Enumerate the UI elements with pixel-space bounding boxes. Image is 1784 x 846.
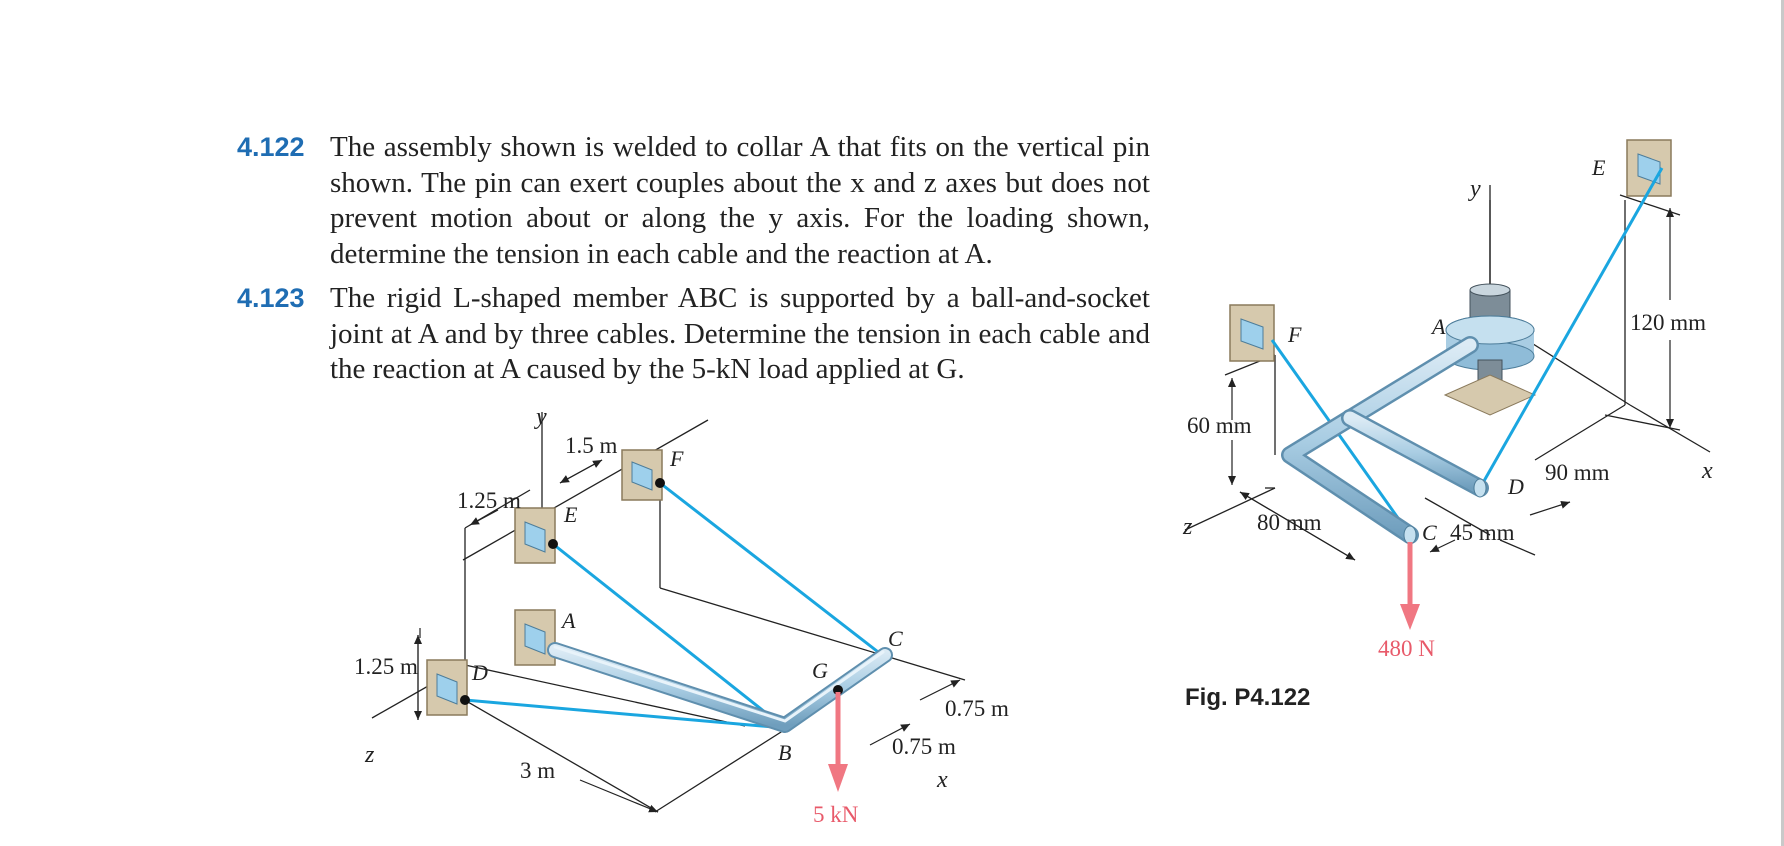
point-label-A: A: [1430, 314, 1446, 339]
point-label-A: A: [560, 608, 576, 633]
figure-left-labels: y z x A B C D E F G 1.5 m 1.25 m 1.25 m …: [354, 404, 1009, 827]
dim-0-75m-b: 0.75 m: [892, 734, 956, 759]
dim-45mm: 45 mm: [1450, 520, 1515, 545]
point-label-F: F: [669, 446, 684, 471]
bracket-D: [426, 659, 468, 716]
dim-120mm: 120 mm: [1630, 310, 1706, 335]
cable-BE: [552, 542, 786, 730]
dim-90mm: 90 mm: [1545, 460, 1610, 485]
cable-DE: [1478, 167, 1664, 489]
point-label-C: C: [888, 626, 903, 651]
cables: [1270, 167, 1664, 536]
dim-80mm: 80 mm: [1257, 510, 1322, 535]
vertical-pin-collar-A: [1443, 185, 1537, 416]
cable-CF: [1270, 339, 1412, 536]
dim-1-25m-top: 1.25 m: [457, 488, 521, 513]
dim-60mm: 60 mm: [1187, 413, 1252, 438]
dim-1-5m: 1.5 m: [565, 433, 618, 458]
figure-p4-123: y z x A B C D E F G 1.5 m 1.25 m 1.25 m …: [354, 404, 1009, 827]
dimension-arrows: [1228, 208, 1674, 561]
construction-lines: [1184, 194, 1711, 556]
cable-CF: [659, 481, 883, 657]
bracket-F: [621, 449, 663, 501]
bracket-F: [1229, 304, 1275, 362]
construction-lines: [371, 412, 966, 813]
load-arrow-5kN: [828, 692, 848, 792]
page-edge-divider: [1781, 0, 1784, 846]
member-ABC: [547, 642, 893, 733]
axis-label-z: z: [364, 742, 375, 768]
axis-label-x: x: [936, 767, 948, 793]
dim-0-75m-a: 0.75 m: [945, 696, 1009, 721]
load-label-480N: 480 N: [1378, 636, 1435, 661]
point-label-D: D: [1507, 474, 1524, 499]
axis-label-y: y: [1468, 176, 1481, 202]
bracket-E: [1626, 139, 1672, 197]
point-label-C: C: [1422, 520, 1437, 545]
load-label-5kN: 5 kN: [813, 802, 859, 827]
figure-p4-122: y z x A C D E F 120 mm 60 mm 80 mm 90 mm…: [1182, 139, 1713, 711]
problem-number: 4.123: [237, 283, 305, 313]
bracket-E: [514, 507, 556, 564]
point-label-G: G: [812, 658, 828, 683]
dim-3m: 3 m: [520, 758, 555, 783]
figure-right-labels: y z x A C D E F 120 mm 60 mm 80 mm 90 mm…: [1182, 155, 1713, 711]
dim-1-25m-left: 1.25 m: [354, 654, 418, 679]
problem-number: 4.122: [237, 132, 305, 162]
axis-label-y: y: [534, 404, 547, 430]
problem-text: The rigid L-shaped member ABC is support…: [330, 282, 1150, 385]
point-label-D: D: [471, 660, 488, 685]
dimension-arrows: [414, 459, 961, 813]
cable-BD: [464, 698, 786, 730]
cables: [464, 481, 883, 730]
welded-assembly: [1281, 336, 1489, 545]
point-label-E: E: [1591, 155, 1606, 180]
point-label-E: E: [563, 502, 578, 527]
axis-label-x: x: [1701, 458, 1713, 484]
point-label-B: B: [778, 740, 791, 765]
axis-label-z: z: [1182, 514, 1193, 540]
bracket-A: [514, 609, 556, 666]
problem-text: The assembly shown is welded to collar A…: [330, 131, 1150, 270]
load-arrow-480N: [1400, 542, 1420, 630]
figure-caption: Fig. P4.122: [1185, 684, 1310, 711]
point-label-F: F: [1287, 322, 1302, 347]
